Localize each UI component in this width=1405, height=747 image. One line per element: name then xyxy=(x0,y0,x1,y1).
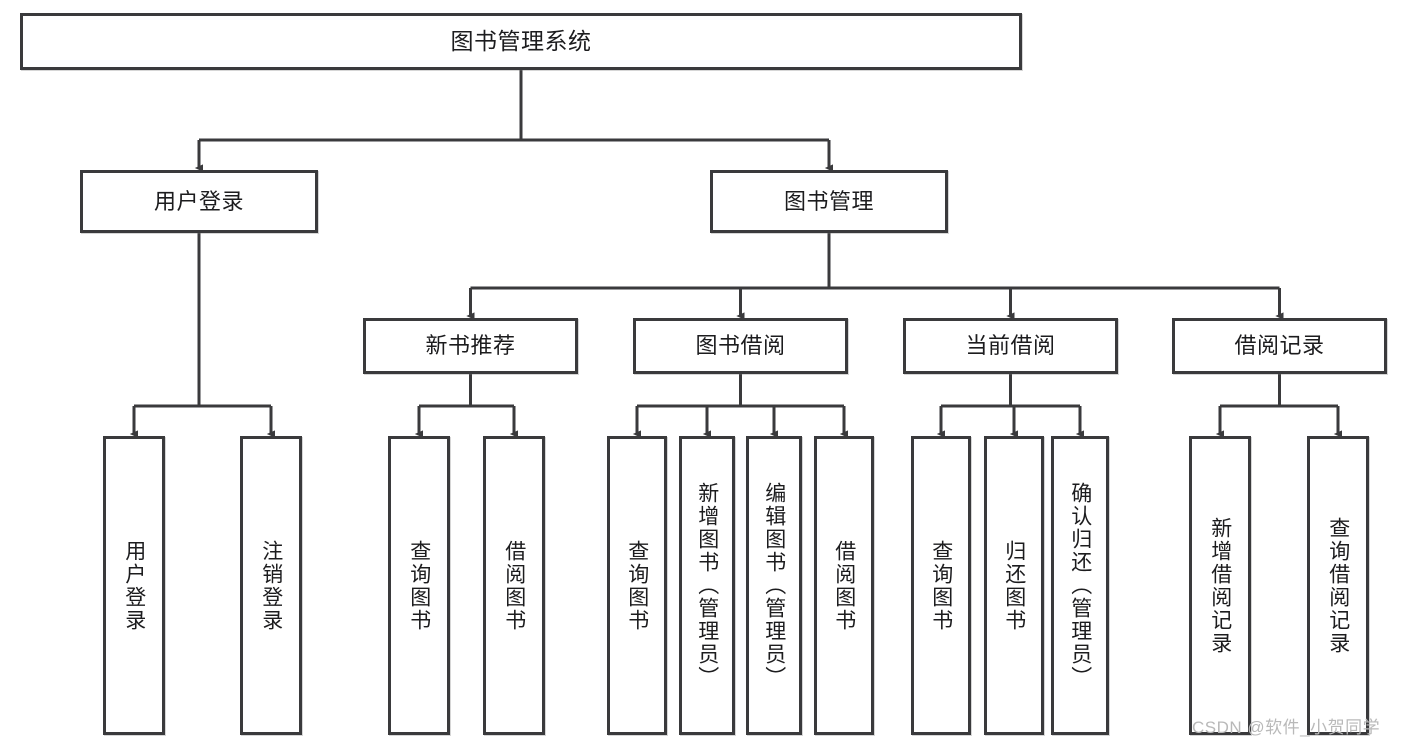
watermark: CSDN @软件_小贺同学 xyxy=(1192,718,1381,737)
node-book-borrow-label: 图书借阅 xyxy=(695,333,786,359)
node-leaf-query-book-3[interactable]: 查询图书 xyxy=(911,436,971,735)
node-user-login-label: 用户登录 xyxy=(153,188,244,214)
node-current-borrow[interactable]: 当前借阅 xyxy=(903,318,1118,374)
node-borrow-record[interactable]: 借阅记录 xyxy=(1172,318,1387,374)
connector-trunk xyxy=(199,70,829,142)
node-user-login[interactable]: 用户登录 xyxy=(80,170,318,233)
connector-trunk xyxy=(1220,374,1338,408)
node-leaf-borrow-book-2[interactable]: 借阅图书 xyxy=(814,436,874,735)
node-leaf-add-book-label: 新增图书（管理员） xyxy=(695,482,719,689)
node-leaf-user-logout-label: 注销登录 xyxy=(259,539,283,632)
node-leaf-confirm-return[interactable]: 确认归还（管理员） xyxy=(1051,436,1109,735)
node-book-manage-label: 图书管理 xyxy=(783,188,874,214)
node-new-book-recommend[interactable]: 新书推荐 xyxy=(363,318,578,374)
node-leaf-return-book[interactable]: 归还图书 xyxy=(984,436,1044,735)
node-leaf-query-record-label: 查询借阅记录 xyxy=(1326,516,1350,655)
connector-trunk xyxy=(637,374,844,408)
node-borrow-record-label: 借阅记录 xyxy=(1234,333,1325,359)
node-root[interactable]: 图书管理系统 xyxy=(20,13,1022,70)
node-leaf-edit-book-label: 编辑图书（管理员） xyxy=(762,482,786,689)
node-leaf-user-login[interactable]: 用户登录 xyxy=(103,436,165,735)
node-current-borrow-label: 当前借阅 xyxy=(965,333,1056,359)
node-leaf-query-book-1[interactable]: 查询图书 xyxy=(388,436,450,735)
connector-trunk xyxy=(419,374,514,408)
node-new-book-recommend-label: 新书推荐 xyxy=(425,333,516,359)
node-leaf-add-record-label: 新增借阅记录 xyxy=(1208,516,1232,655)
connector-trunk xyxy=(470,233,1280,290)
node-leaf-query-book-2-label: 查询图书 xyxy=(625,539,649,632)
node-leaf-user-logout[interactable]: 注销登录 xyxy=(240,436,302,735)
node-leaf-query-record[interactable]: 查询借阅记录 xyxy=(1307,436,1369,735)
connector-trunk xyxy=(134,233,271,408)
node-leaf-add-record[interactable]: 新增借阅记录 xyxy=(1189,436,1251,735)
node-book-manage[interactable]: 图书管理 xyxy=(710,170,948,233)
node-leaf-edit-book[interactable]: 编辑图书（管理员） xyxy=(746,436,802,735)
node-leaf-query-book-1-label: 查询图书 xyxy=(407,539,431,632)
node-leaf-add-book[interactable]: 新增图书（管理员） xyxy=(679,436,735,735)
node-leaf-user-login-label: 用户登录 xyxy=(122,539,146,632)
connector-trunk xyxy=(941,374,1080,408)
node-leaf-borrow-book-2-label: 借阅图书 xyxy=(832,539,856,632)
node-leaf-return-book-label: 归还图书 xyxy=(1002,539,1026,632)
node-root-label: 图书管理系统 xyxy=(450,27,592,54)
node-leaf-borrow-book-1[interactable]: 借阅图书 xyxy=(483,436,545,735)
node-book-borrow[interactable]: 图书借阅 xyxy=(633,318,848,374)
node-leaf-borrow-book-1-label: 借阅图书 xyxy=(502,539,526,632)
node-leaf-confirm-return-label: 确认归还（管理员） xyxy=(1068,482,1092,689)
node-leaf-query-book-2[interactable]: 查询图书 xyxy=(607,436,667,735)
node-leaf-query-book-3-label: 查询图书 xyxy=(929,539,953,632)
edges-group xyxy=(129,70,1343,438)
